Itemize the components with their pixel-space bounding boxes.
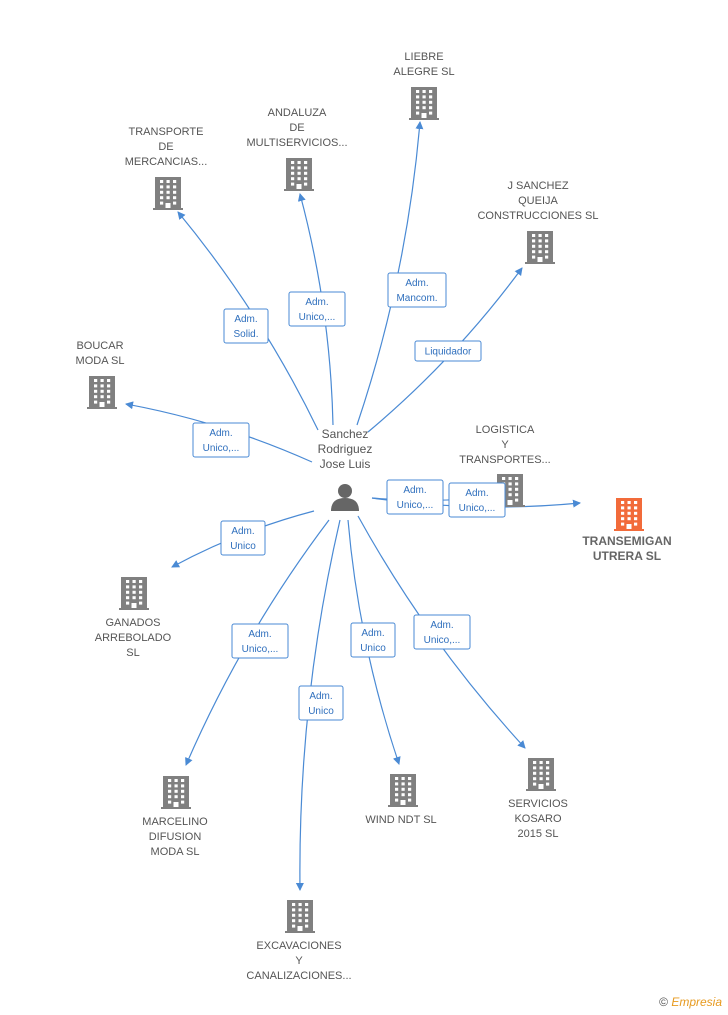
building-icon[interactable] xyxy=(153,177,183,210)
company-label: SL xyxy=(126,647,139,659)
edge-label-text: Unico xyxy=(230,541,256,552)
edge-label-text: Adm. xyxy=(403,485,426,496)
company-label: DE xyxy=(158,141,173,153)
company-label: TRANSEMIGAN xyxy=(582,534,671,548)
company-label: KOSARO xyxy=(514,813,562,825)
company-label: DE xyxy=(289,122,304,134)
building-icon[interactable] xyxy=(161,776,191,809)
edge-label-marcelino[interactable]: Adm. Unico,... xyxy=(231,623,289,659)
company-label: MARCELINO xyxy=(142,816,208,828)
building-icon[interactable] xyxy=(285,900,315,933)
building-icon[interactable] xyxy=(388,774,418,807)
company-label: WIND NDT SL xyxy=(365,814,436,826)
edge-label-transporte[interactable]: Adm. Solid. xyxy=(223,308,269,344)
edge-label-andaluza[interactable]: Adm. Unico,... xyxy=(288,291,346,327)
building-icon[interactable] xyxy=(525,231,555,264)
company-label: CANALIZACIONES... xyxy=(246,970,351,982)
edge-label-text: Adm. xyxy=(309,691,332,702)
edge-label-text: Adm. xyxy=(405,278,428,289)
company-label: Y xyxy=(501,439,509,451)
company-node-ganados[interactable]: GANADOS ARREBOLADO SL xyxy=(95,577,172,659)
company-label: LOGISTICA xyxy=(476,424,535,436)
building-icon[interactable] xyxy=(526,758,556,791)
company-node-excavaciones[interactable]: EXCAVACIONES Y CANALIZACIONES... xyxy=(246,900,352,982)
edge-label-text: Unico,... xyxy=(424,635,461,646)
edge-label-text: Adm. xyxy=(234,314,257,325)
edge-label-logistica[interactable]: Adm. Unico,... xyxy=(386,479,444,515)
edge-label-text: Adm. xyxy=(248,629,271,640)
company-label: J SANCHEZ xyxy=(507,180,568,192)
edge-label-text: Adm. xyxy=(430,620,453,631)
edge-labels-layer: Adm. Mancom. Adm. Unico,... Adm. Solid. Liquid… xyxy=(192,272,506,721)
edge-label-text: Liquidador xyxy=(425,347,472,358)
edge-label-liebre[interactable]: Adm. Mancom. xyxy=(387,272,447,308)
edge-label-text: Adm. xyxy=(361,628,384,639)
company-label: LIEBRE xyxy=(404,51,443,63)
person-name-label: Rodriguez xyxy=(318,442,373,456)
nodes-layer: LIEBRE ALEGRE SL ANDALUZA DE MULTISERVICIOS.… xyxy=(76,51,672,982)
person-icon xyxy=(331,484,359,511)
company-label: CONSTRUCCIONES SL xyxy=(477,210,598,222)
company-label: ALEGRE SL xyxy=(393,66,454,78)
brand-name[interactable]: Empresia xyxy=(671,995,722,1009)
building-icon[interactable] xyxy=(409,87,439,120)
edge-label-transemigan[interactable]: Adm. Unico,... xyxy=(448,482,506,518)
edge-label-text: Solid. xyxy=(233,329,258,340)
edge-label-text: Adm. xyxy=(231,526,254,537)
company-node-liebre[interactable]: LIEBRE ALEGRE SL xyxy=(393,51,455,120)
company-label: MULTISERVICIOS... xyxy=(246,137,347,149)
company-label: 2015 SL xyxy=(518,828,559,840)
company-label: MERCANCIAS... xyxy=(125,156,208,168)
company-label: TRANSPORTE xyxy=(129,126,204,138)
company-label: SERVICIOS xyxy=(508,798,568,810)
building-icon[interactable] xyxy=(284,158,314,191)
company-node-marcelino[interactable]: MARCELINO DIFUSION MODA SL xyxy=(142,776,208,858)
person-name-label: Sanchez xyxy=(322,427,369,441)
company-label: UTRERA SL xyxy=(593,549,661,563)
edge-label-ganados[interactable]: Adm. Unico xyxy=(220,520,266,556)
edge-label-text: Adm. xyxy=(209,428,232,439)
company-label: ANDALUZA xyxy=(268,107,327,119)
company-label: Y xyxy=(295,955,303,967)
edge-label-wind[interactable]: Adm. Unico xyxy=(350,622,396,658)
edge-label-text: Unico,... xyxy=(299,312,336,323)
edge-label-text: Adm. xyxy=(465,488,488,499)
edge-label-jsanchez[interactable]: Liquidador xyxy=(414,340,482,362)
edge-label-text: Unico xyxy=(360,643,386,654)
building-icon[interactable] xyxy=(87,376,117,409)
company-label: MODA SL xyxy=(76,355,125,367)
edge-label-text: Unico xyxy=(308,706,334,717)
edge-label-text: Adm. xyxy=(305,297,328,308)
edge-label-text: Mancom. xyxy=(396,293,437,304)
copyright-symbol: © xyxy=(659,995,668,1009)
edge-label-excavaciones[interactable]: Adm. Unico xyxy=(298,685,344,721)
company-label: MODA SL xyxy=(151,846,200,858)
footer-brand: © Empresia xyxy=(659,995,722,1009)
company-label: DIFUSION xyxy=(149,831,202,843)
company-label: ARREBOLADO xyxy=(95,632,172,644)
company-node-jsanchez[interactable]: J SANCHEZ QUEIJA CONSTRUCCIONES SL xyxy=(477,180,599,264)
company-node-wind[interactable]: WIND NDT SL xyxy=(365,774,437,826)
company-label: TRANSPORTES... xyxy=(459,454,550,466)
company-label: GANADOS xyxy=(105,617,160,629)
company-label: QUEIJA xyxy=(518,195,558,207)
person-name-label: Jose Luis xyxy=(320,457,371,471)
edge-label-servicios[interactable]: Adm. Unico,... xyxy=(413,614,471,650)
edge-label-text: Unico,... xyxy=(242,644,279,655)
building-icon[interactable] xyxy=(119,577,149,610)
company-node-transporte[interactable]: TRANSPORTE DE MERCANCIAS... xyxy=(125,126,208,210)
building-icon[interactable] xyxy=(614,498,644,531)
company-node-boucar[interactable]: BOUCAR MODA SL xyxy=(76,340,125,409)
company-node-servicios[interactable]: SERVICIOS KOSARO 2015 SL xyxy=(508,758,568,840)
edge-label-text: Unico,... xyxy=(459,503,496,514)
edge-label-boucar[interactable]: Adm. Unico,... xyxy=(192,422,250,458)
edge-label-text: Unico,... xyxy=(397,500,434,511)
edge-label-text: Unico,... xyxy=(203,443,240,454)
company-label: EXCAVACIONES xyxy=(256,940,341,952)
company-label: BOUCAR xyxy=(76,340,123,352)
company-node-andaluza[interactable]: ANDALUZA DE MULTISERVICIOS... xyxy=(246,107,348,191)
